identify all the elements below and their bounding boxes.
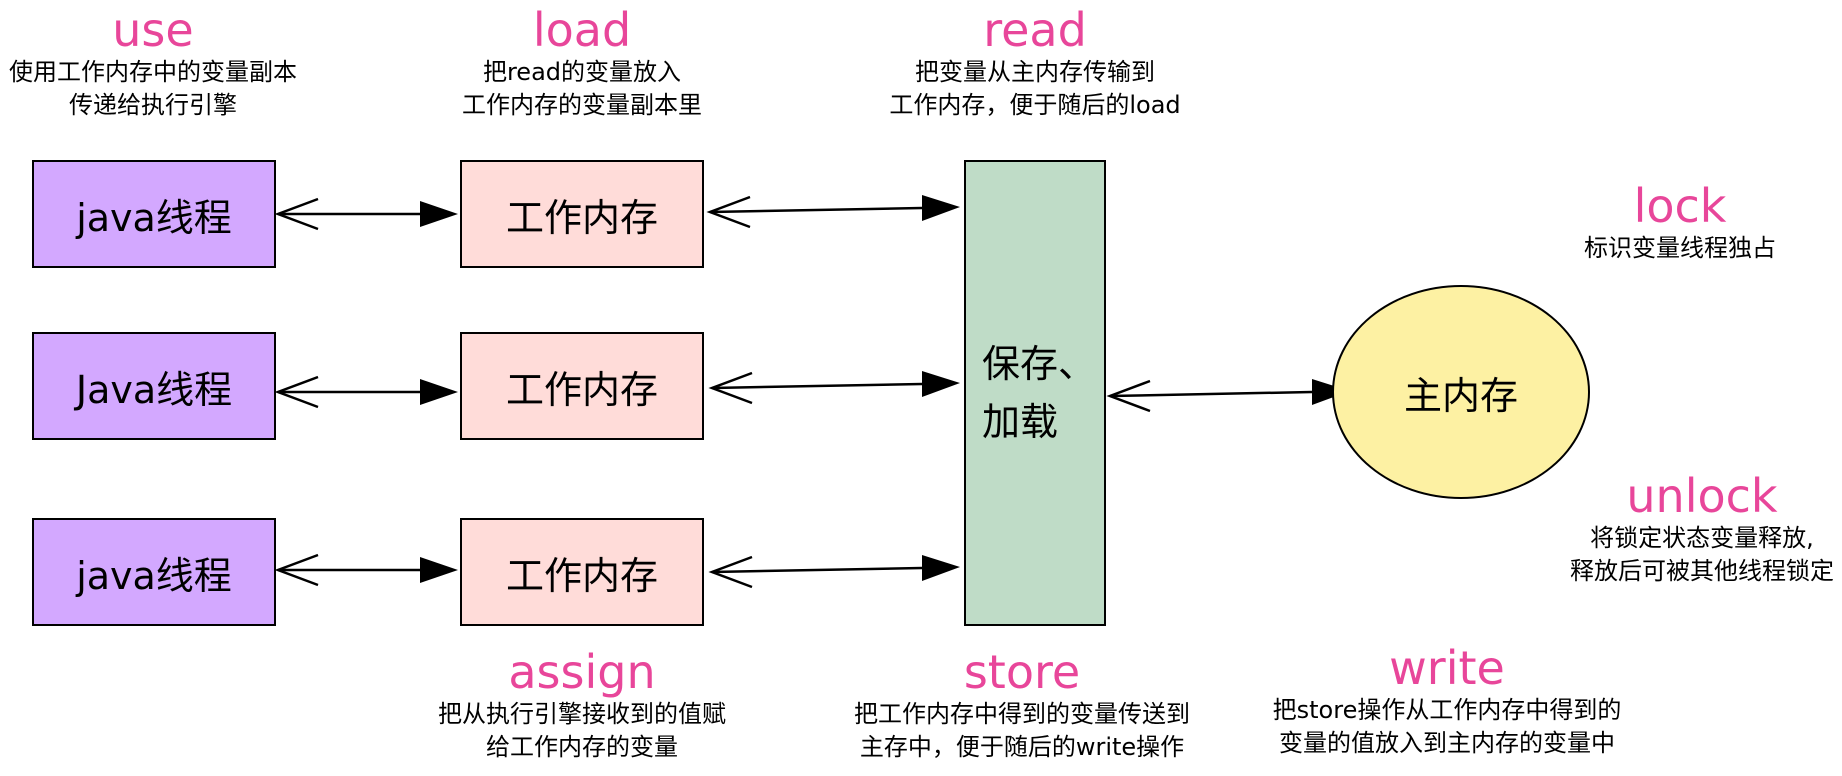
workmem-storeload-arrow-1 (706, 195, 960, 229)
op-store-keyword: store (963, 645, 1081, 699)
op-assign: assign 把从执行引擎接收到的值赋 给工作内存的变量 (420, 646, 744, 764)
store-load-unit-label: 保存、加载 (982, 342, 1097, 444)
working-memory-1: 工作内存 (460, 160, 704, 268)
workmem-storeload-arrow-2 (708, 371, 960, 405)
java-thread-3-label: java线程 (76, 553, 232, 598)
op-read-desc-2: 工作内存，便于随后的load (889, 91, 1181, 119)
op-write-desc-1: 把store操作从工作内存中得到的 (1272, 696, 1622, 724)
java-thread-1: java线程 (32, 160, 276, 268)
op-lock: lock 标识变量线程独占 (1540, 180, 1820, 265)
op-load: load 把read的变量放入 工作内存的变量副本里 (432, 4, 732, 122)
main-memory-label: 主内存 (1403, 373, 1518, 418)
op-write-keyword: write (1389, 641, 1505, 695)
op-store: store 把工作内存中得到的变量传送到 主存中，便于随后的write操作 (842, 646, 1202, 764)
op-load-keyword: load (532, 3, 632, 57)
op-use-desc-2: 传递给执行引擎 (69, 91, 237, 119)
op-store-desc-1: 把工作内存中得到的变量传送到 (854, 700, 1190, 728)
op-store-desc-2: 主存中，便于随后的write操作 (859, 733, 1185, 761)
op-unlock: unlock 将锁定状态变量释放, 释放后可被其他线程锁定 (1562, 470, 1842, 588)
java-thread-3: java线程 (32, 518, 276, 626)
java-thread-2: Java线程 (32, 332, 276, 440)
op-assign-keyword: assign (508, 645, 656, 699)
working-memory-3-label: 工作内存 (505, 553, 658, 598)
thread-workmem-arrow-2 (274, 375, 458, 409)
working-memory-1-label: 工作内存 (505, 195, 658, 240)
op-use: use 使用工作内存中的变量副本 传递给执行引擎 (0, 4, 306, 122)
op-use-desc-1: 使用工作内存中的变量副本 (9, 58, 297, 86)
op-read: read 把变量从主内存传输到 工作内存，便于随后的load (870, 4, 1200, 122)
storeload-mainmem-arrow (1106, 379, 1350, 413)
working-memory-2-label: 工作内存 (505, 367, 658, 412)
thread-workmem-arrow-3 (274, 553, 458, 587)
workmem-storeload-arrow-3 (708, 555, 960, 589)
op-unlock-desc-1: 将锁定状态变量释放, (1590, 524, 1814, 552)
op-unlock-keyword: unlock (1626, 469, 1778, 523)
store-load-unit: 保存、加载 (964, 160, 1106, 626)
op-read-desc-1: 把变量从主内存传输到 (915, 58, 1155, 86)
op-lock-desc-1: 标识变量线程独占 (1584, 234, 1776, 262)
thread-workmem-arrow-1 (274, 197, 458, 231)
op-use-keyword: use (112, 3, 194, 57)
op-write-desc-2: 变量的值放入到主内存的变量中 (1279, 729, 1615, 757)
working-memory-3: 工作内存 (460, 518, 704, 626)
op-load-desc-2: 工作内存的变量副本里 (462, 91, 702, 119)
op-lock-keyword: lock (1633, 179, 1727, 233)
java-thread-1-label: java线程 (76, 195, 232, 240)
working-memory-2: 工作内存 (460, 332, 704, 440)
main-memory: 主内存 (1332, 285, 1590, 499)
op-load-desc-1: 把read的变量放入 (482, 58, 682, 86)
op-read-keyword: read (983, 3, 1087, 57)
op-write: write 把store操作从工作内存中得到的 变量的值放入到主内存的变量中 (1264, 642, 1630, 760)
java-thread-2-label: Java线程 (75, 367, 233, 412)
op-assign-desc-2: 给工作内存的变量 (486, 733, 678, 761)
op-unlock-desc-2: 释放后可被其他线程锁定 (1570, 557, 1834, 585)
op-assign-desc-1: 把从执行引擎接收到的值赋 (438, 700, 726, 728)
